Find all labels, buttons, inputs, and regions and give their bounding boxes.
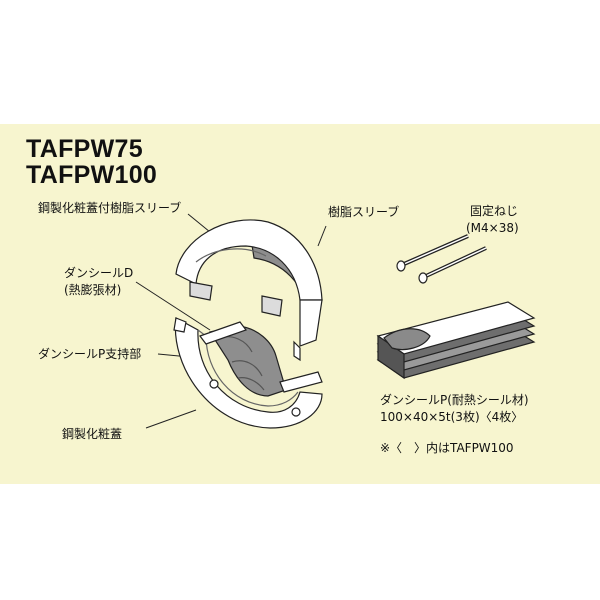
label-dunseal-p-support: ダンシールP支持部 [38, 347, 142, 361]
leader-line-resin-sleeve [317, 225, 327, 247]
label-dunseal-p-size: 100×40×5t(3枚)〈4枚〉 [380, 410, 524, 424]
label-dunseal-p: ダンシールP(耐熱シール材) [380, 393, 529, 407]
model-name-100: TAFPW100 [26, 161, 158, 189]
label-footnote: ※〈 〉内はTAFPW100 [380, 441, 514, 455]
label-fixing-screw: 固定ねじ [470, 204, 519, 218]
lower-cover-assembly [173, 317, 323, 429]
upper-sleeve-assembly [175, 219, 323, 362]
label-steel-cover: 鋼製化粧蓋 [62, 427, 123, 441]
leader-line-dunseal-d [135, 281, 211, 331]
model-name-75: TAFPW75 [26, 135, 143, 163]
dunseal-p-pads [376, 301, 536, 380]
label-steel-cover-with-resin-sleeve: 鋼製化粧蓋付樹脂スリーブ [38, 201, 182, 215]
leader-line-steel-cover [145, 409, 197, 429]
label-fixing-screw-size: (M4×38) [466, 221, 519, 235]
leader-line-sleeve-cover [187, 213, 211, 233]
label-dunseal-d-note: (熱膨張材) [64, 283, 122, 297]
label-dunseal-d: ダンシールD [64, 266, 134, 280]
fixing-screws [396, 234, 487, 284]
label-resin-sleeve: 樹脂スリーブ [328, 205, 400, 219]
